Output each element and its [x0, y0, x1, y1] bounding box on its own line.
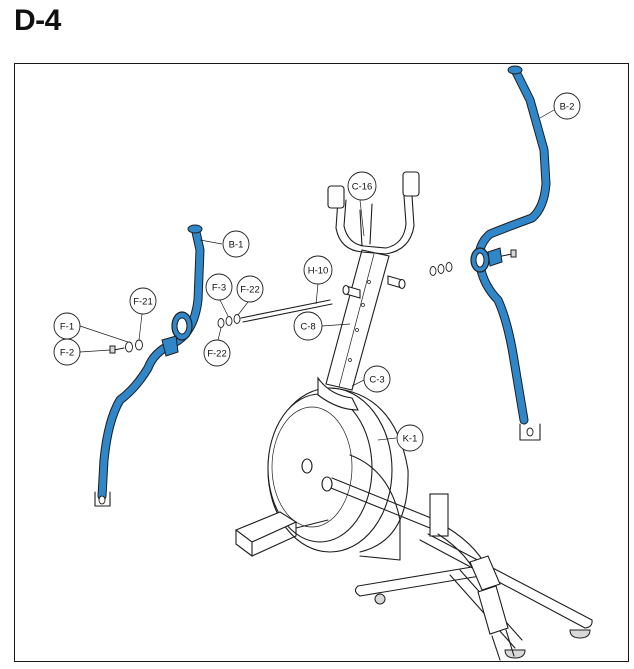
washer-f22a	[217, 318, 225, 328]
right-fasteners	[429, 249, 517, 276]
washer-f1	[125, 341, 133, 353]
callout-f2	[53, 338, 81, 366]
callout-b2-text: B-2	[560, 102, 575, 113]
left-upper-arm-b1	[94, 224, 205, 507]
right-foot-pedal	[477, 585, 509, 635]
rear-stabilizer	[357, 565, 481, 597]
callout-f22-lower	[203, 339, 231, 367]
foot-front	[504, 649, 526, 659]
callout-c3-text: C-3	[369, 375, 384, 386]
left-fasteners	[109, 314, 241, 354]
right-grip	[402, 171, 420, 197]
elliptical-frame	[234, 171, 593, 661]
callout-h10	[303, 255, 333, 285]
left-grip	[327, 185, 345, 209]
callout-f3	[205, 273, 233, 301]
pulse-wire	[359, 203, 373, 247]
callout-c16	[347, 171, 377, 201]
right-upper-arm-b2	[470, 65, 551, 441]
callout-f3-text: F-3	[212, 283, 226, 294]
callout-f22-upper	[236, 275, 264, 303]
mast-base	[317, 376, 359, 411]
callout-b1-text: B-1	[229, 240, 244, 251]
callout-b2	[553, 92, 581, 120]
callout-k1	[396, 424, 424, 452]
callout-f21	[129, 287, 157, 315]
pedal-link	[429, 493, 449, 537]
washer-f3	[225, 316, 233, 326]
callout-f22-lower-text: F-22	[207, 349, 227, 360]
washer-f21	[135, 339, 143, 351]
step-title: D-4	[14, 4, 61, 37]
foot-left	[374, 593, 386, 605]
callout-f1-text: F-1	[60, 322, 74, 333]
callout-c8	[293, 311, 323, 341]
axle-rod-h10	[240, 299, 333, 323]
bolt-f2	[109, 345, 116, 354]
callout-c16-text: C-16	[352, 182, 373, 193]
diagram-frame	[14, 63, 629, 662]
callout-f2-text: F-2	[60, 348, 74, 359]
callout-b1	[222, 230, 250, 258]
callout-k1-text: K-1	[403, 434, 418, 445]
callout-f21-text: F-21	[133, 297, 153, 308]
callout-c8-text: C-8	[300, 322, 315, 333]
foot-right	[569, 629, 591, 639]
callout-c3	[363, 365, 391, 393]
flywheel-hub	[301, 458, 313, 474]
callout-h10-text: H-10	[308, 266, 329, 277]
side-cover	[349, 454, 401, 561]
right-rail	[419, 533, 593, 629]
right-pedal-joint	[469, 555, 501, 591]
left-pedal-arm	[325, 477, 437, 529]
washer-f22b	[233, 314, 241, 324]
stationary-handlebar	[335, 195, 415, 255]
callout-f22-upper-text: F-22	[240, 285, 260, 296]
